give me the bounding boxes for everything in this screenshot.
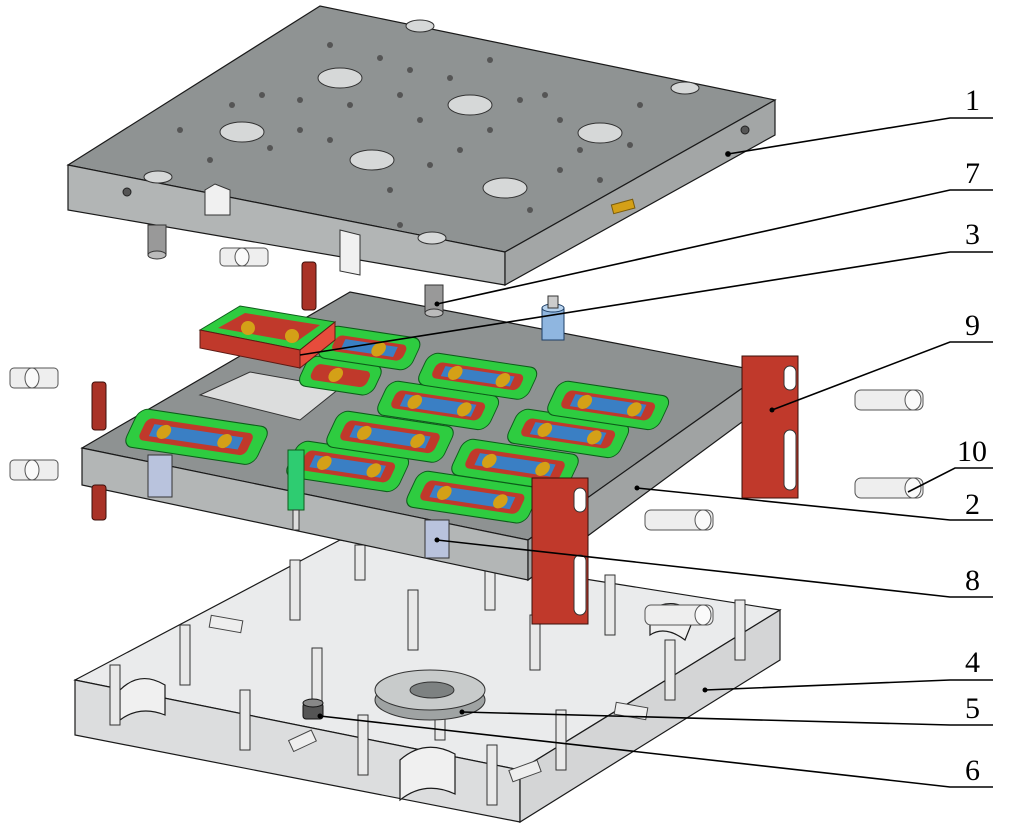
callout-label-7: 7 xyxy=(965,157,980,190)
ejector-ring-hole xyxy=(409,681,455,699)
top-plate-side-face xyxy=(504,98,776,287)
ejector-ring xyxy=(374,669,486,721)
left-clamp-bars xyxy=(91,261,317,521)
callout-label-9: 9 xyxy=(965,309,980,342)
callout-label-10: 10 xyxy=(957,435,987,468)
cavity xyxy=(547,380,670,431)
cavity xyxy=(406,470,539,524)
cavity xyxy=(326,410,454,463)
callout-label-1: 1 xyxy=(965,84,980,117)
socket-head-bolts xyxy=(9,247,924,626)
cavity xyxy=(377,380,500,431)
cavity xyxy=(125,408,268,465)
cavity xyxy=(418,352,538,400)
callout-label-2: 2 xyxy=(965,488,980,521)
callout-label-8: 8 xyxy=(965,564,980,597)
bottom-plate-notch xyxy=(399,746,456,802)
leader-lines xyxy=(299,117,993,788)
locating-bush xyxy=(302,698,324,720)
loose-pins xyxy=(208,614,649,783)
cavity xyxy=(299,355,382,396)
callout-label-3: 3 xyxy=(965,218,980,251)
raised-cavity-insert xyxy=(198,305,337,370)
callout-labels: 1 7 3 9 10 2 8 4 5 6 xyxy=(957,84,987,787)
bore-sleeve xyxy=(147,454,173,498)
callout-label-5: 5 xyxy=(965,692,980,725)
bottom-plate-side-face xyxy=(519,608,781,824)
sprue-bushing xyxy=(287,449,305,531)
top-clamp-plate xyxy=(66,5,777,287)
callout-label-6: 6 xyxy=(965,754,980,787)
callout-label-4: 4 xyxy=(965,646,980,679)
cavity xyxy=(318,325,421,371)
guide-pillar xyxy=(541,295,565,341)
bottom-plate-notch xyxy=(119,678,166,722)
